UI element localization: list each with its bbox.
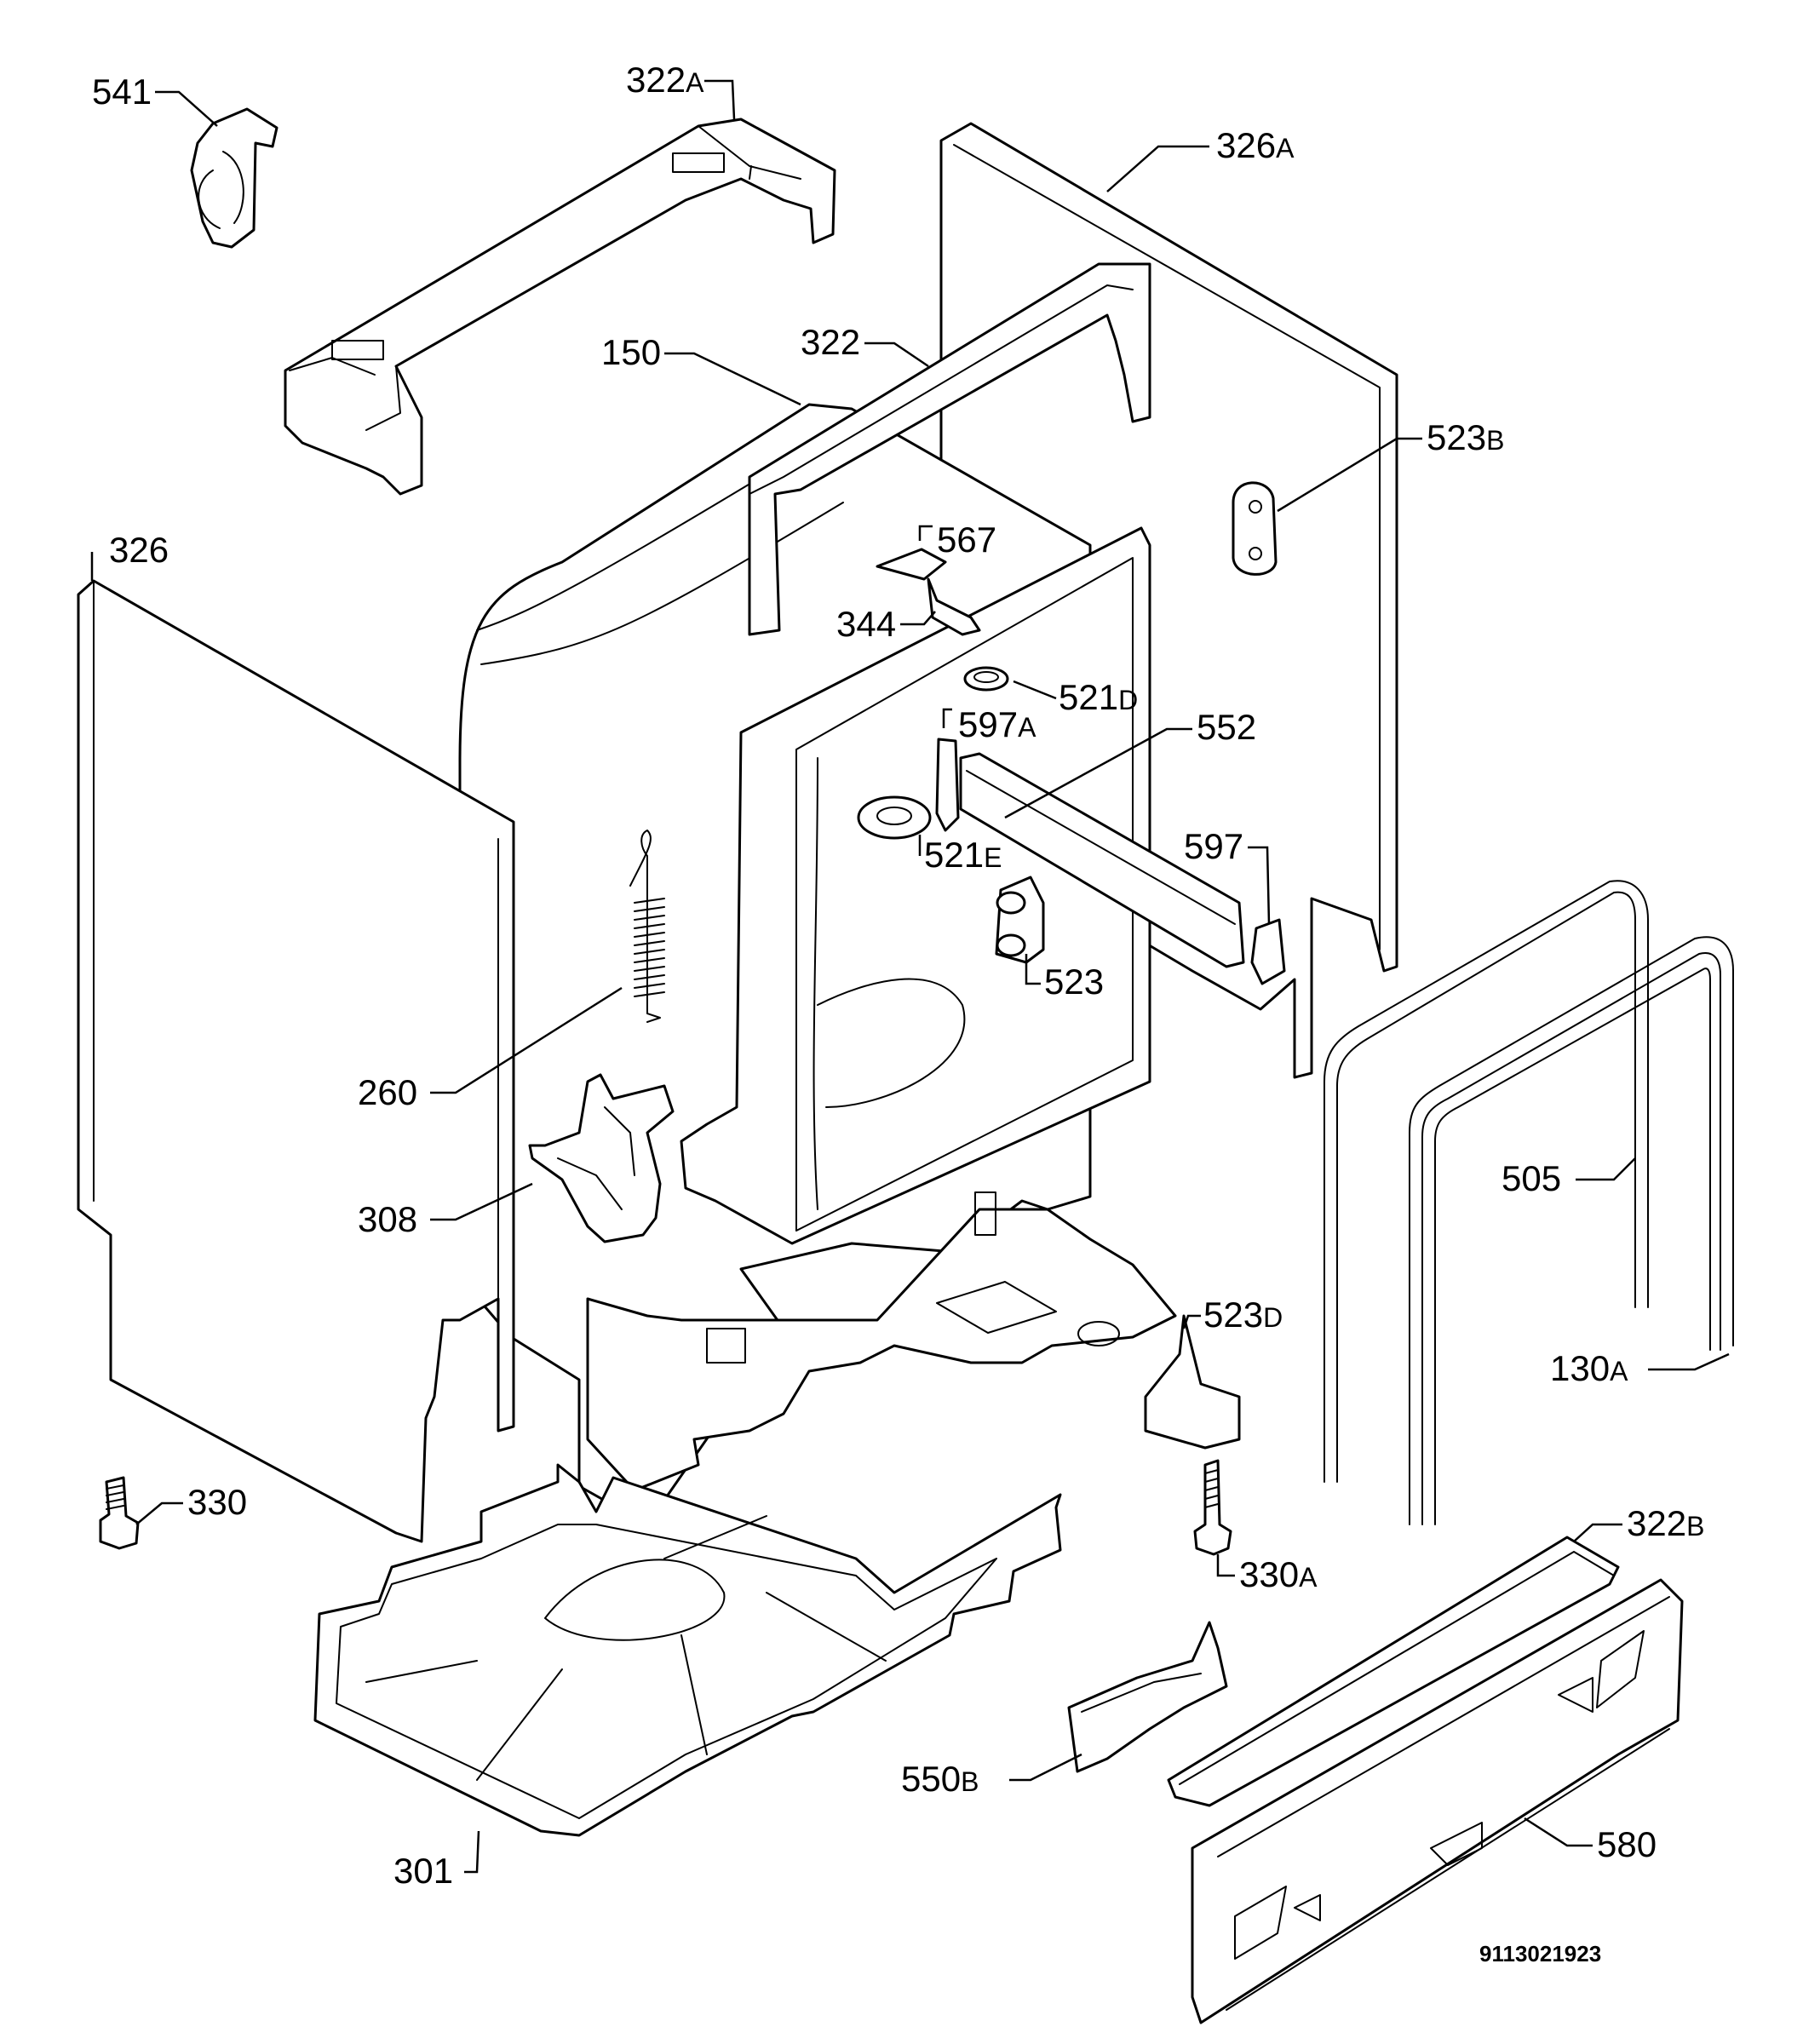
callout-580: 580 (1597, 1824, 1657, 1864)
part-505-door-seal (1324, 880, 1649, 1483)
part-523b-grommet (1232, 481, 1278, 576)
leader-308 (430, 1182, 533, 1221)
leader-597a (942, 708, 952, 728)
part-523d-bracket (1144, 1314, 1241, 1450)
callout-130a: 130A (1550, 1348, 1628, 1388)
part-344-spring-clip (927, 577, 981, 636)
leader-322 (864, 342, 929, 368)
part-326-side-panel (77, 579, 515, 1543)
leader-301 (464, 1830, 480, 1874)
callout-597: 597 (1184, 826, 1243, 866)
leader-523d (1182, 1314, 1201, 1329)
part-552-rail (959, 752, 1245, 968)
callout-523b: 523B (1427, 417, 1504, 457)
leader-567 (918, 525, 933, 541)
leader-550b (1009, 1753, 1082, 1782)
leader-505 (1576, 1157, 1636, 1181)
leader-330 (135, 1501, 183, 1525)
part-550b-bracket (1067, 1621, 1228, 1773)
leader-552 (1004, 727, 1192, 819)
callout-521d: 521D (1059, 677, 1138, 717)
callout-301: 301 (393, 1851, 453, 1891)
callout-322: 322 (801, 322, 860, 362)
leader-260 (430, 986, 623, 1094)
part-301-base-pan (313, 1463, 1062, 1837)
part-308-door-hinge (528, 1073, 675, 1243)
callout-521e: 521E (924, 835, 1002, 875)
callout-260: 260 (358, 1072, 417, 1112)
part-330-leveling-foot (99, 1476, 140, 1550)
part-tub-front-frame (680, 526, 1151, 1245)
part-521e-washer (857, 795, 932, 840)
part-base-assembly (586, 1191, 1177, 1492)
leader-344 (900, 611, 936, 626)
leader-130a (1648, 1352, 1730, 1371)
leader-521d (1013, 680, 1057, 700)
callout-330: 330 (187, 1482, 247, 1522)
part-580-kickplate (1191, 1578, 1684, 2024)
leader-597 (1248, 846, 1271, 925)
callout-597a: 597A (958, 704, 1036, 744)
callout-150: 150 (601, 332, 661, 372)
leader-150 (664, 352, 801, 406)
callout-308: 308 (358, 1199, 417, 1239)
leader-580 (1524, 1817, 1593, 1847)
leader-541 (155, 90, 218, 127)
part-521d-ring (963, 666, 1009, 692)
callout-550b: 550B (901, 1759, 979, 1799)
callout-505: 505 (1502, 1158, 1561, 1198)
part-541-clip (190, 107, 278, 249)
part-322b-rail (1167, 1536, 1620, 1807)
callout-322a: 322A (626, 60, 704, 100)
callout-326: 326 (109, 530, 169, 570)
part-597-end-cap (1250, 918, 1286, 985)
leader-326a (1106, 145, 1209, 192)
leader-330a (1216, 1554, 1235, 1577)
leader-lines (90, 79, 1730, 1874)
part-523-inlet (995, 876, 1045, 964)
part-130a-gasket (1409, 936, 1734, 1525)
part-322-u-frame (748, 262, 1151, 636)
leader-322b (1573, 1523, 1622, 1542)
drawing-number: 9113021923 (1479, 1941, 1601, 1966)
part-260-door-spring (629, 830, 665, 1023)
callout-labels: 541 322A 326A 150 322 523B 326 567 344 5… (92, 60, 1704, 1891)
callout-322b: 322B (1627, 1503, 1704, 1543)
callout-326a: 326A (1216, 125, 1295, 165)
callout-552: 552 (1197, 707, 1256, 747)
part-322a-top-rail (284, 118, 836, 496)
callout-541: 541 (92, 72, 152, 112)
callout-567: 567 (937, 520, 996, 560)
callout-330a: 330A (1239, 1554, 1318, 1594)
callout-344: 344 (836, 604, 896, 644)
part-567-bracket (876, 548, 947, 581)
leader-523b (1277, 437, 1422, 513)
part-330a-leveling-foot (1193, 1459, 1232, 1556)
leader-523 (1025, 954, 1041, 985)
callout-523d: 523D (1203, 1295, 1283, 1335)
callout-523: 523 (1044, 962, 1104, 1002)
leader-322a (704, 79, 736, 120)
part-597a-clip (935, 738, 960, 832)
